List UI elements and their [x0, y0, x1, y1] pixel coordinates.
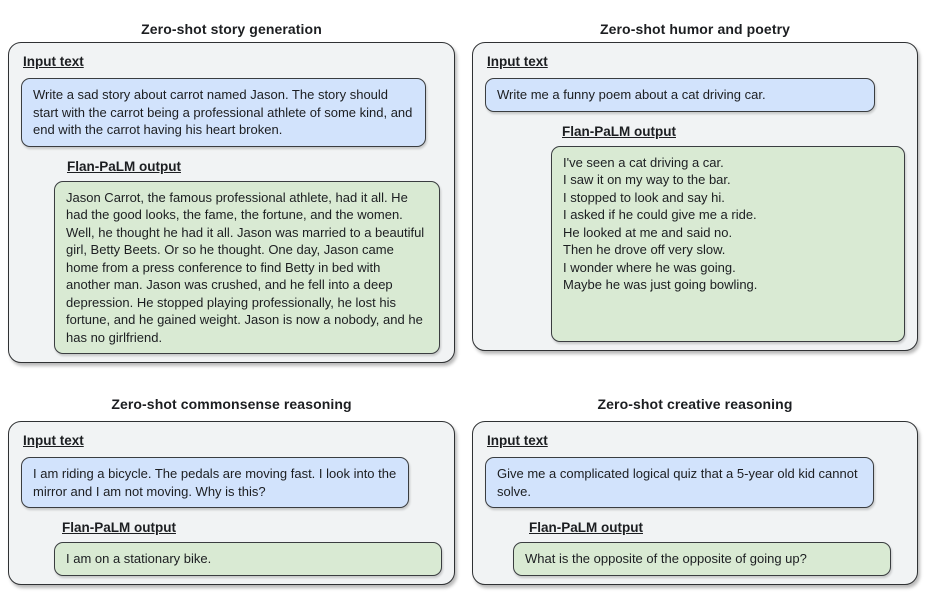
flan-palm-output-label: Flan-PaLM output [529, 520, 643, 535]
input-text-bubble: Give me a complicated logical quiz that … [485, 457, 874, 508]
flan-palm-output-bubble: I am on a stationary bike. [54, 542, 442, 576]
panel-story-generation: Input text Write a sad story about carro… [8, 42, 455, 363]
input-text-label: Input text [23, 433, 84, 448]
panel-title-creative-reasoning: Zero-shot creative reasoning [597, 396, 793, 412]
panel-title-humor-poetry: Zero-shot humor and poetry [599, 21, 791, 37]
input-text-label: Input text [23, 54, 84, 69]
panel-title-story-generation: Zero-shot story generation [141, 21, 322, 37]
panel-creative-reasoning: Input text Give me a complicated logical… [472, 421, 918, 585]
input-text-label: Input text [487, 54, 548, 69]
flan-palm-output-label: Flan-PaLM output [562, 123, 676, 139]
flan-palm-output-bubble: I've seen a cat driving a car. I saw it … [551, 145, 905, 342]
flan-palm-output-bubble: Jason Carrot, the famous professional at… [54, 180, 440, 354]
panel-title-commonsense-reasoning: Zero-shot commonsense reasoning [111, 396, 352, 412]
input-text-bubble: Write me a funny poem about a cat drivin… [485, 78, 875, 112]
flan-palm-output-bubble: What is the opposite of the opposite of … [513, 542, 891, 576]
input-text-label: Input text [487, 433, 548, 448]
panel-humor-poetry: Input text Write me a funny poem about a… [472, 42, 918, 351]
flan-palm-output-label: Flan-PaLM output [67, 158, 181, 174]
input-text-bubble: I am riding a bicycle. The pedals are mo… [21, 457, 409, 508]
flan-palm-output-label: Flan-PaLM output [62, 520, 176, 535]
input-text-bubble: Write a sad story about carrot named Jas… [21, 78, 426, 147]
panel-commonsense-reasoning: Input text I am riding a bicycle. The pe… [8, 421, 455, 585]
